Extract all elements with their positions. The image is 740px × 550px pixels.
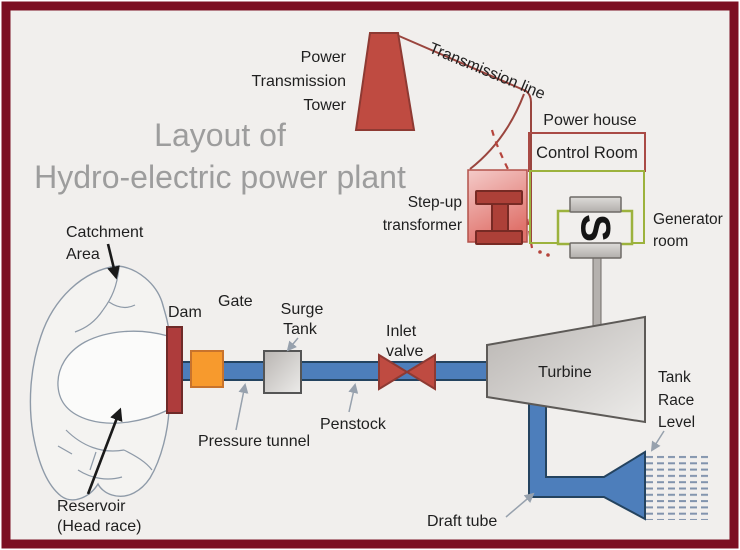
reservoir-label-2: (Head race) <box>57 518 141 535</box>
catchment-label-2: Area <box>66 246 100 263</box>
inlet-valve-label-1: Inlet <box>386 323 417 340</box>
penstock-label: Penstock <box>320 416 387 433</box>
gate-label: Gate <box>218 293 253 310</box>
tower-label-1: Power <box>301 49 347 66</box>
reservoir-arrow <box>86 407 123 495</box>
dam-shape <box>166 326 183 414</box>
tail-race-label-3: Level <box>658 414 695 431</box>
dashed-dot <box>546 253 550 257</box>
generator-symbol: S <box>573 214 620 242</box>
turbine-shape <box>486 315 646 424</box>
tail-race-label-2: Race <box>658 392 694 409</box>
surge-tank-shape <box>263 350 302 394</box>
transmission-tower-shape <box>354 32 416 131</box>
dashed-dot <box>538 250 542 254</box>
generator-bottom-block <box>569 242 622 259</box>
turbine-shaft <box>592 255 602 331</box>
inlet-valve-label-2: valve <box>386 343 423 360</box>
surge-tank-label-1: Surge <box>281 301 324 318</box>
pressure-tunnel-label: Pressure tunnel <box>198 433 310 450</box>
title-line2: Hydro-electric power plant <box>34 159 406 195</box>
turbine-label: Turbine <box>538 364 592 381</box>
draft-tube-label: Draft tube <box>427 513 497 530</box>
step-up-transformer-label-1: Step-up <box>408 194 462 211</box>
tail-race-water <box>646 452 709 520</box>
power-house-label: Power house <box>543 112 636 129</box>
catchment-arrow <box>106 243 120 280</box>
tower-label-3: Tower <box>303 97 346 114</box>
gate-shape <box>190 350 224 388</box>
step-up-transformer-label-2: transformer <box>383 217 462 234</box>
control-room-label: Control Room <box>536 144 638 162</box>
generator-room-label-1: Generator <box>653 211 723 228</box>
generator-room-label-2: room <box>653 233 688 250</box>
catchment-label-1: Catchment <box>66 224 144 241</box>
reservoir-shape <box>57 330 169 424</box>
generator-top-block <box>569 196 622 213</box>
title-line1: Layout of <box>154 117 286 153</box>
transmission-line-drop <box>469 93 525 170</box>
pressure-tunnel-pipe <box>180 361 489 381</box>
transmission-line-shape <box>398 35 532 243</box>
inlet-valve-shape <box>378 353 436 391</box>
transformer-symbol <box>475 190 523 245</box>
dam-label: Dam <box>168 304 202 321</box>
tower-label-2: Transmission <box>251 73 346 90</box>
pointer-arrows <box>235 337 665 518</box>
generator-core-box <box>556 209 634 246</box>
surge-tank-label-2: Tank <box>283 321 318 338</box>
reservoir-label-1: Reservoir <box>57 498 126 515</box>
draft-tube-shape <box>528 397 646 521</box>
tail-race-label-1: Tank <box>658 369 691 386</box>
